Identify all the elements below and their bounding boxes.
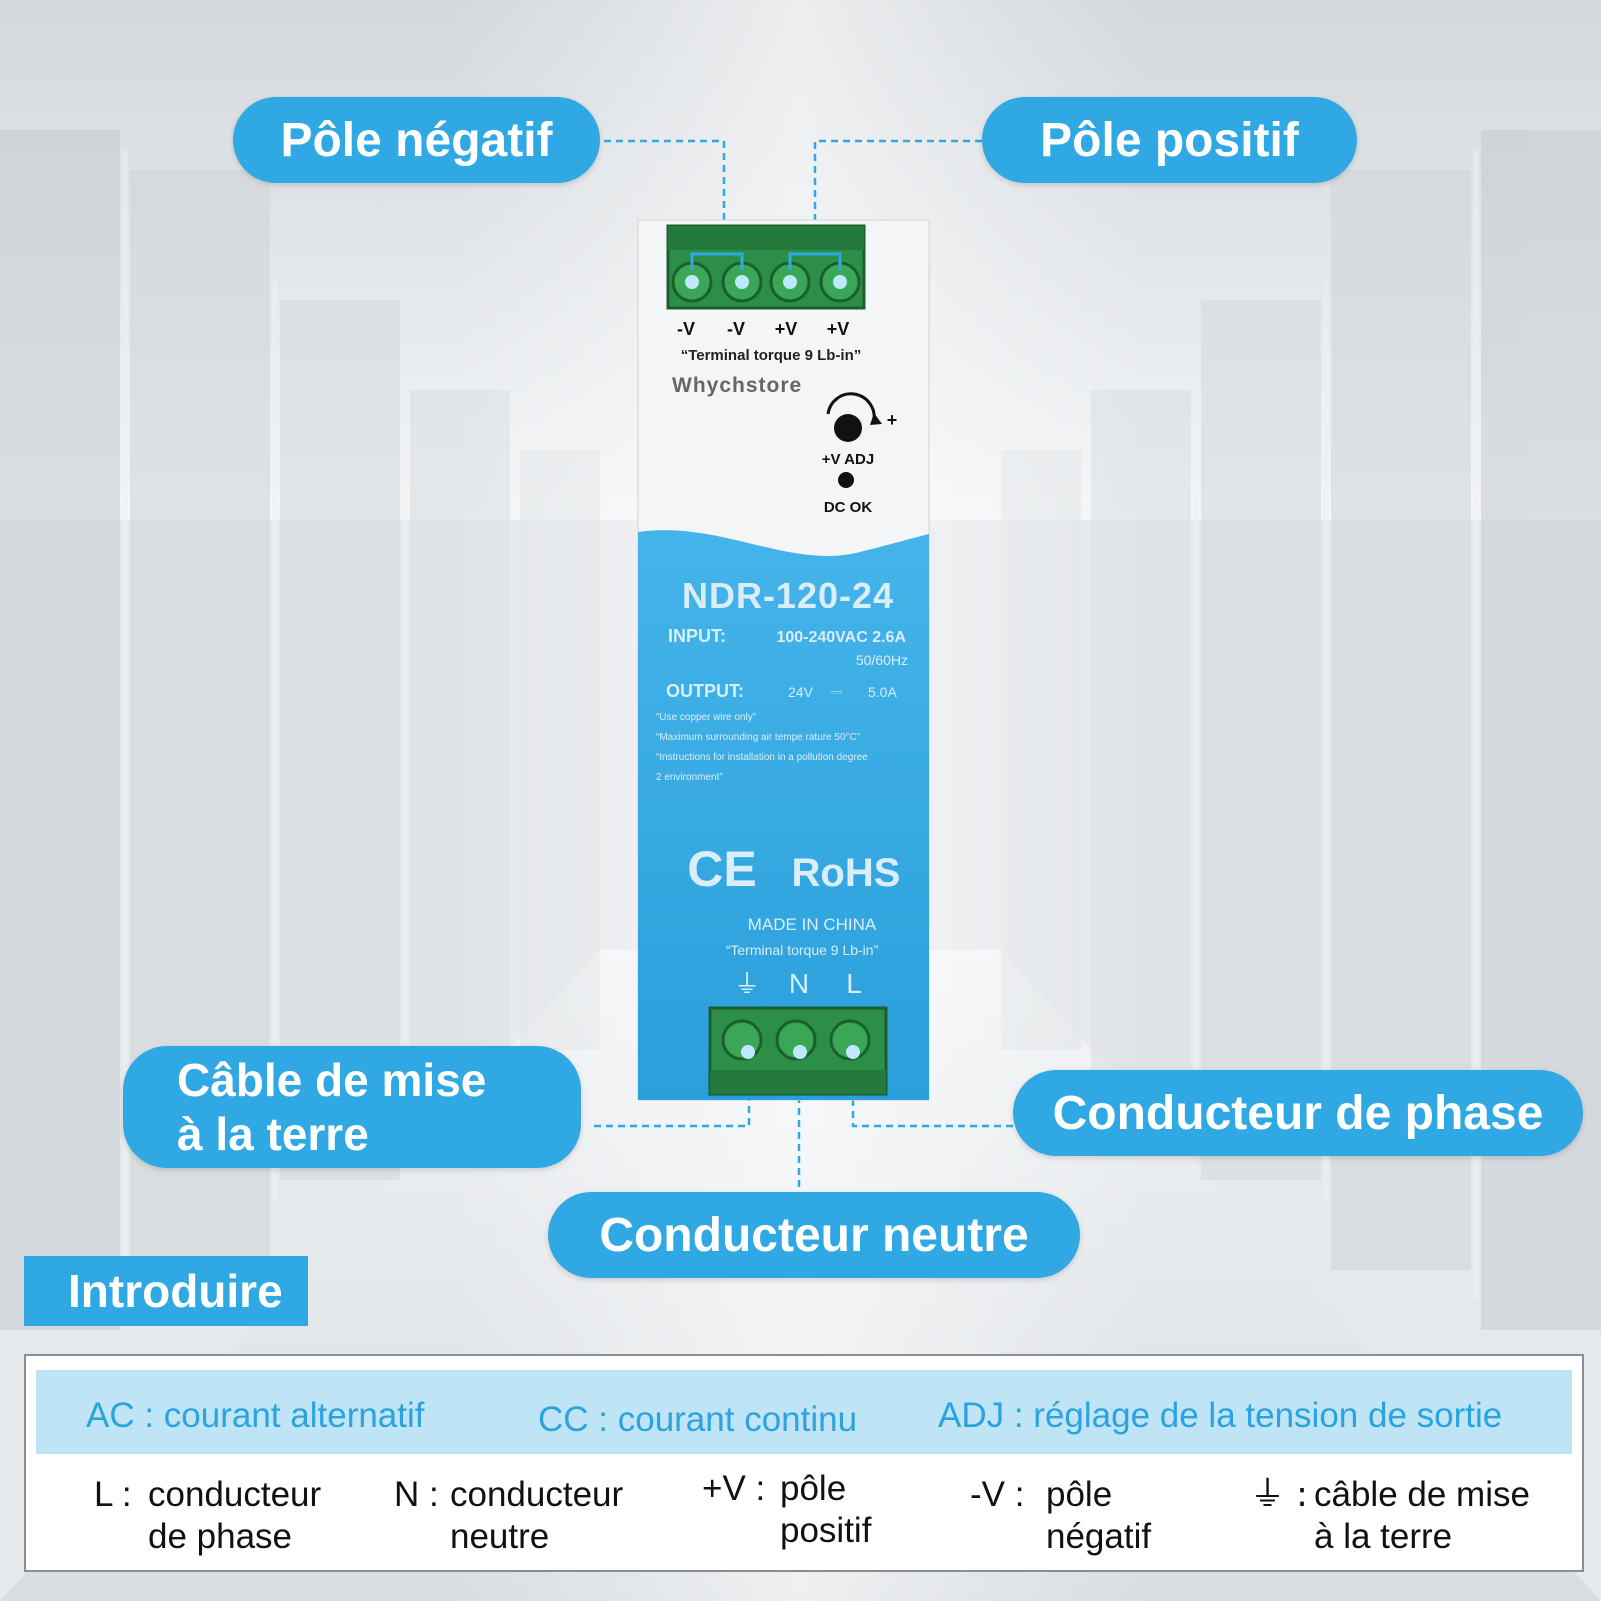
definition-l-line2: de phase [148, 1517, 293, 1556]
adj-knob [834, 414, 862, 442]
power-supply-device: -V -V +V +V “Terminal torque 9 Lb-in” Wh… [637, 219, 930, 1101]
intro-tab-label: Introduire [68, 1265, 283, 1317]
definition-n-key: N : [394, 1475, 439, 1514]
output-label: OUTPUT: [666, 681, 744, 701]
callout-positive-pole: Pôle positif [982, 97, 1357, 183]
abbr-cc: CC : courant continu [538, 1400, 858, 1439]
bottom-terminal-n: N [789, 968, 809, 999]
bottom-screws [721, 1019, 871, 1061]
definition-ground-line1: câble de mise [1314, 1475, 1530, 1514]
output-voltage: 24V [788, 684, 814, 700]
callout-phase-text: Conducteur de phase [1052, 1086, 1544, 1140]
definition-n-line2: neutre [450, 1517, 550, 1556]
callout-ground-cable: Câble de mise à la terre [123, 1046, 581, 1168]
callout-ground-line2: à la terre [177, 1108, 369, 1160]
bottom-terminal-ground: ⏚ [734, 970, 760, 1000]
dc-ok-led [838, 472, 854, 488]
callout-negative-pole-text: Pôle négatif [280, 113, 553, 167]
legend-box: AC : courant alternatif CC : courant con… [24, 1354, 1584, 1572]
definition-n-line1: conducteur [450, 1475, 624, 1514]
callout-neutral-text: Conducteur neutre [599, 1208, 1029, 1262]
terminal-label-2: -V [727, 319, 745, 339]
model-number: NDR-120-24 [682, 575, 894, 616]
input-frequency: 50/60Hz [856, 652, 908, 668]
intro-tab: Introduire [24, 1256, 308, 1326]
adj-plus: + [887, 410, 898, 430]
input-label: INPUT: [668, 626, 726, 646]
note-temperature: “Maximum surrounding air tempe rature 50… [656, 732, 860, 743]
abbr-adj: ADJ : réglage de la tension de sortie [938, 1396, 1503, 1435]
callout-negative-pole: Pôle négatif [233, 97, 600, 183]
abbr-ac: AC : courant alternatif [86, 1396, 425, 1435]
ce-mark: CE [687, 841, 756, 897]
dc-ok-label: DC OK [824, 499, 873, 516]
callout-neutral-conductor: Conducteur neutre [548, 1192, 1080, 1278]
note-pollution-1: “Instructions for installation in a poll… [656, 752, 868, 763]
output-dc-symbol: ⎓ [830, 682, 843, 701]
terminal-label-3: +V [775, 319, 798, 339]
definition-plus-v-line1: pôle [780, 1469, 847, 1508]
callout-ground-line1: Câble de mise [177, 1054, 487, 1106]
definition-l-key: L : [94, 1475, 132, 1514]
terminal-label-4: +V [827, 319, 850, 339]
terminal-label-1: -V [677, 319, 695, 339]
definition-ground-key: ⏚ : [1250, 1475, 1308, 1515]
note-pollution-2: 2 environment” [656, 772, 723, 783]
definition-l-line1: conducteur [148, 1475, 322, 1514]
bottom-terminal-l: L [846, 968, 862, 999]
callout-positive-pole-text: Pôle positif [1040, 113, 1299, 167]
note-copper: “Use copper wire only” [656, 712, 756, 723]
rohs-mark: RoHS [792, 851, 901, 895]
definition-minus-v-key: -V : [970, 1475, 1025, 1514]
definition-minus-v-line1: pôle [1046, 1475, 1113, 1514]
definition-minus-v-line2: négatif [1046, 1517, 1152, 1556]
callout-phase-conductor: Conducteur de phase [1013, 1070, 1583, 1156]
definition-plus-v-key: +V : [702, 1469, 766, 1508]
adj-label: +V ADJ [822, 451, 874, 468]
made-in-text: MADE IN CHINA [748, 915, 877, 934]
definition-plus-v-line2: positif [780, 1511, 872, 1550]
definition-ground-line2: à la terre [1314, 1517, 1453, 1556]
bottom-torque-text: “Terminal torque 9 Lb-in” [726, 942, 879, 958]
output-current: 5.0A [868, 684, 897, 700]
brand-logo: Whychstore [672, 374, 802, 397]
abbreviation-band: AC : courant alternatif CC : courant con… [36, 1370, 1572, 1454]
input-value: 100-240VAC 2.6A [776, 629, 906, 646]
top-torque-text: “Terminal torque 9 Lb-in” [681, 347, 862, 364]
